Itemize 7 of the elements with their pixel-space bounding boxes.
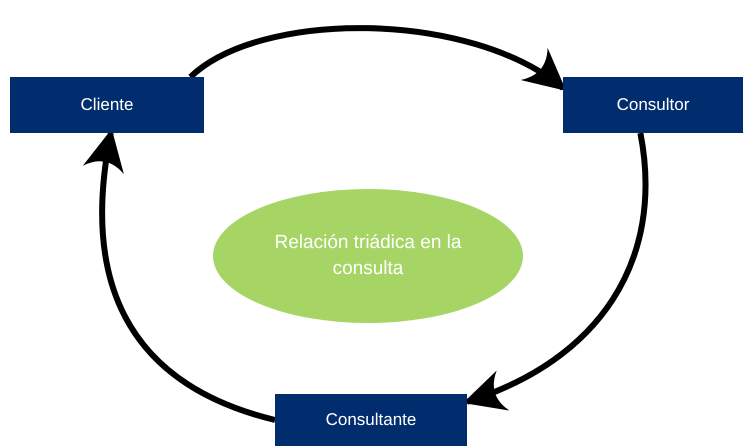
node-label: Relación triádica en la consulta (274, 231, 462, 281)
node-label: Consultor (616, 95, 690, 115)
node-label: Cliente (80, 95, 134, 115)
role-box (563, 77, 743, 133)
node-label: Consultante (326, 410, 416, 430)
role-box (275, 394, 467, 446)
role-box (10, 77, 204, 133)
